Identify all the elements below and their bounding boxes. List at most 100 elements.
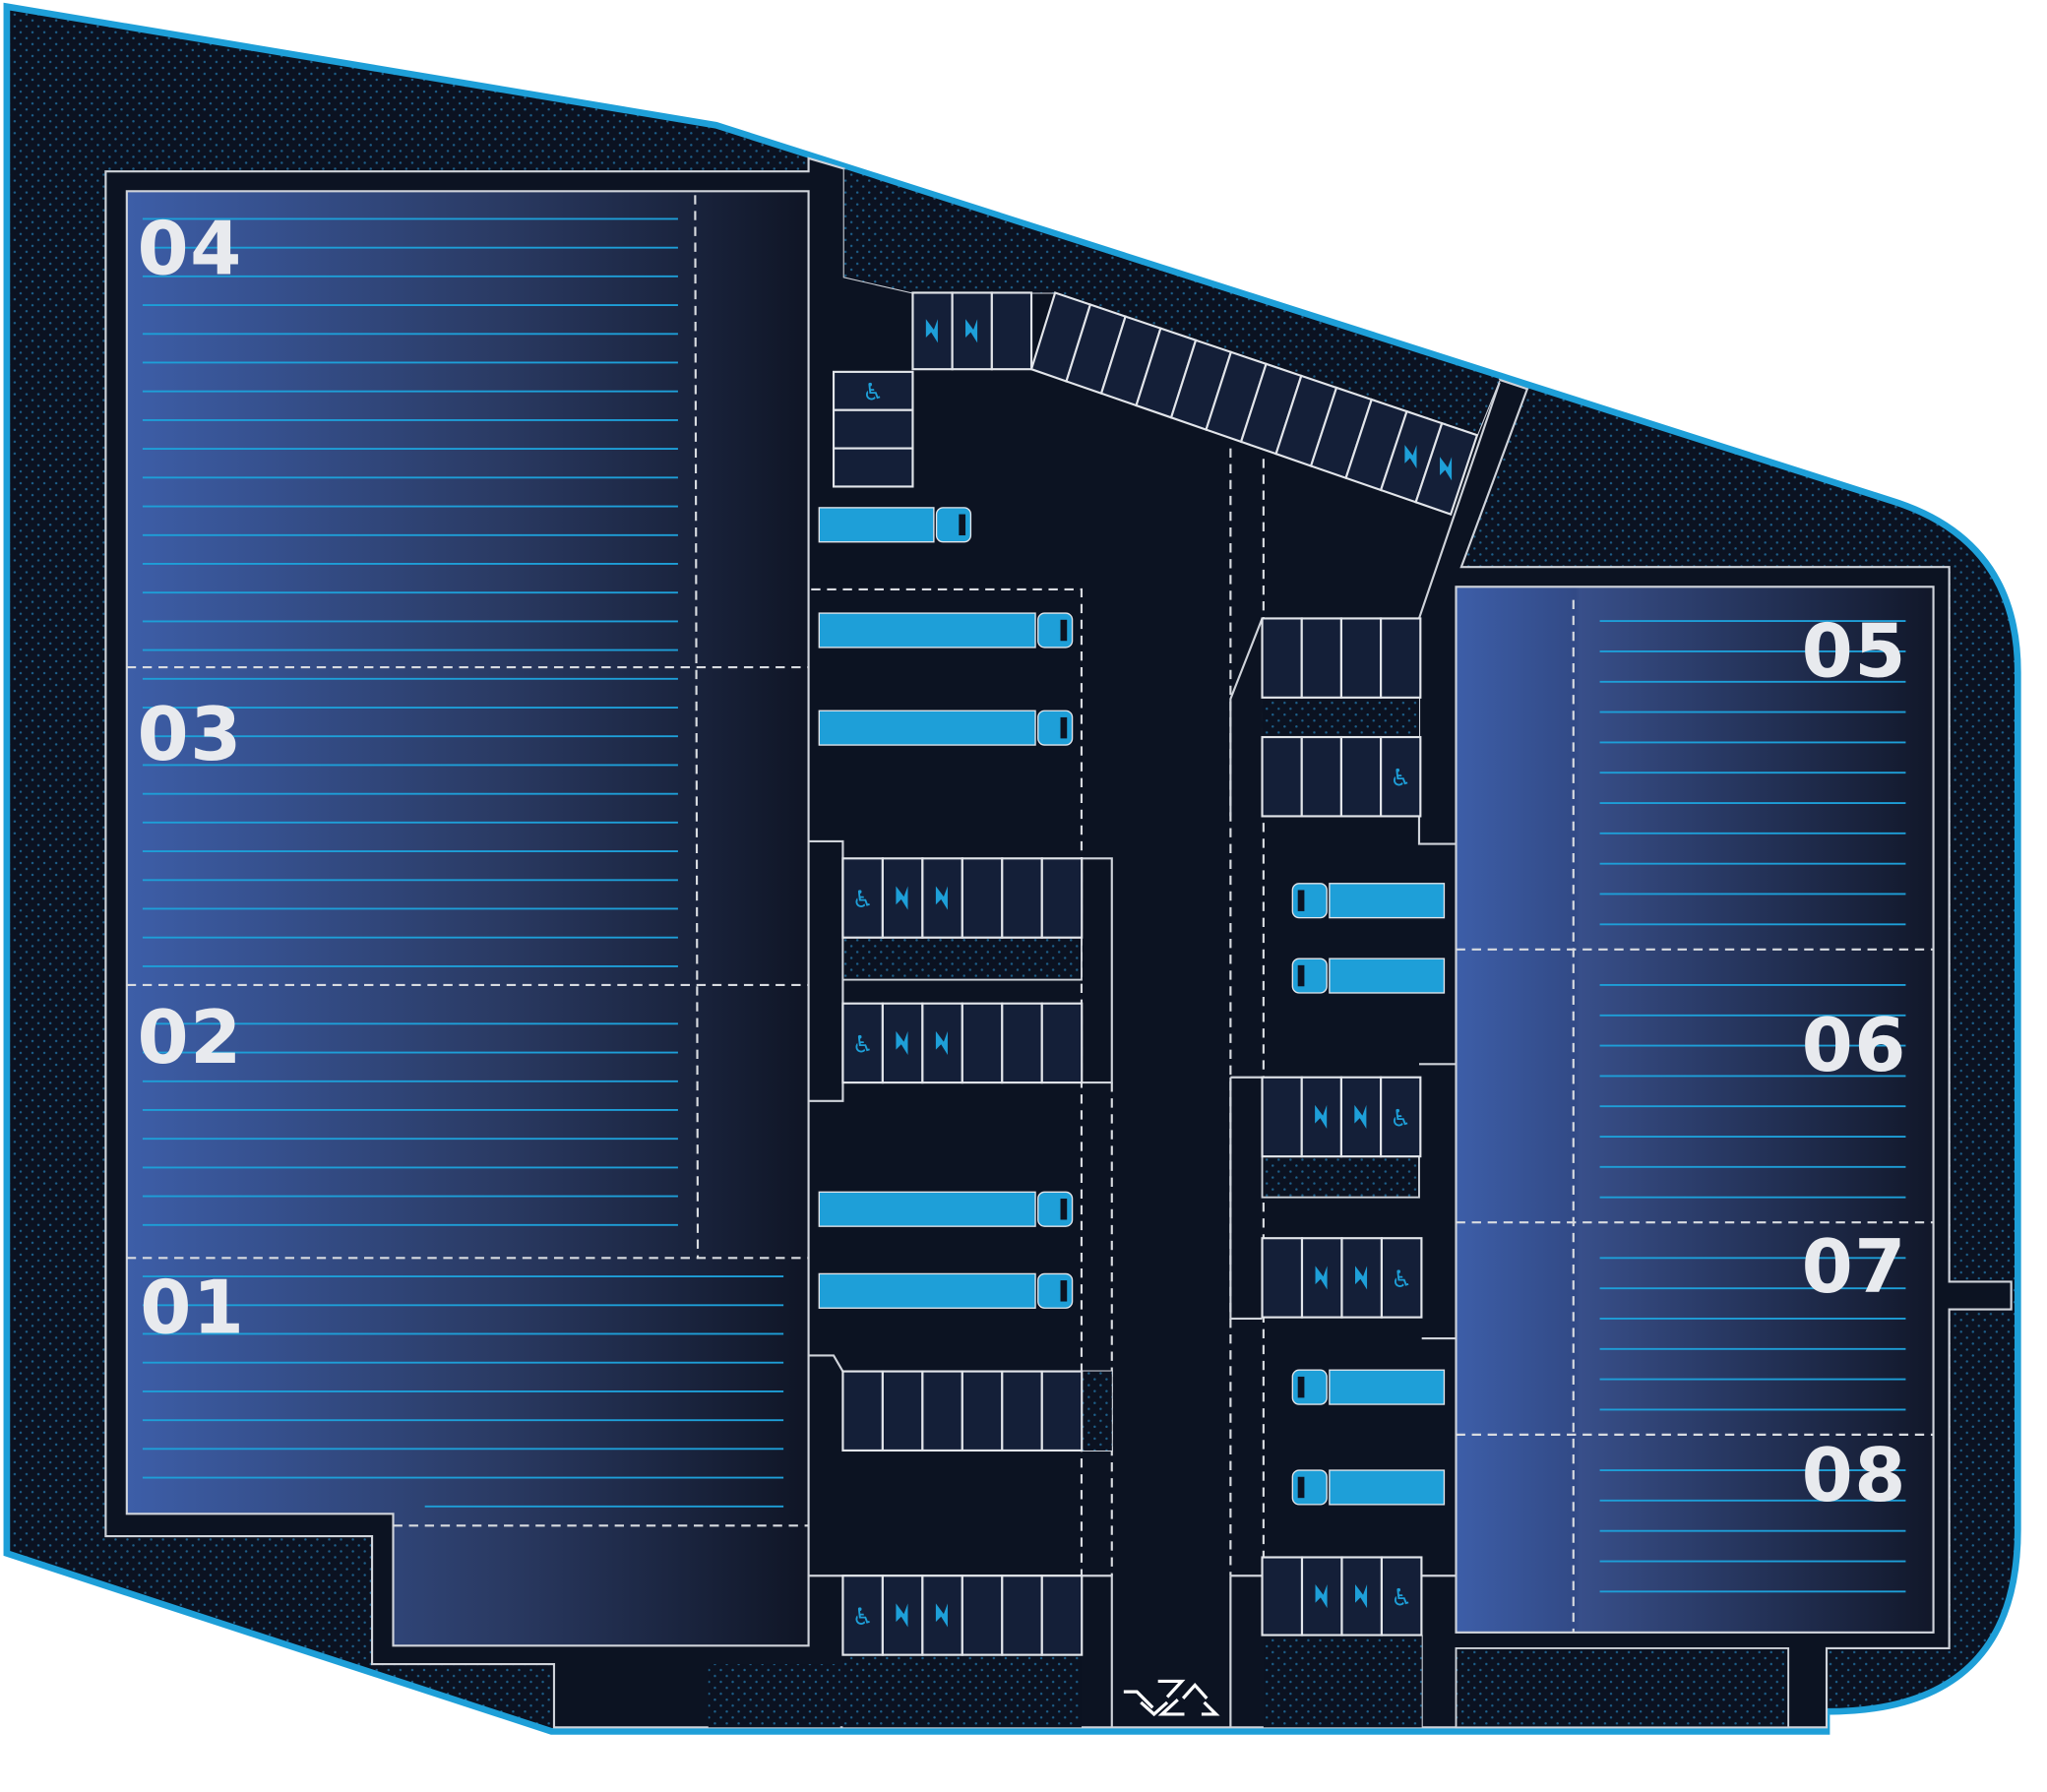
ev-charging-icon [896,886,908,910]
wheelchair-icon: ♿ [1391,1266,1412,1293]
wheelchair-icon: ♿ [852,1030,874,1058]
parking-stall[interactable] [1261,1556,1304,1637]
parking-stall[interactable] [1001,857,1043,939]
wheelchair-icon: ♿ [1391,1583,1412,1611]
stall-row-right-row-2: ♿ [1261,735,1422,818]
parking-stall[interactable] [961,1575,1004,1656]
parking-stall-accessible[interactable] [841,857,884,939]
trailer [818,612,1036,649]
ev-charging-icon [935,1030,948,1055]
parking-stall[interactable] [961,857,1004,939]
ev-charging-icon [1315,1583,1328,1609]
ev-charging-icon [935,886,948,910]
angled-parking-row [1029,291,1479,516]
stall-row-left-row-1: ♿ [841,857,1084,939]
loading-lines-left [142,217,784,1508]
truck-bay[interactable] [818,507,972,543]
parking-stall[interactable] [961,1002,1004,1084]
parking-stall[interactable] [1001,1002,1043,1084]
truck-cab-icon [1037,1191,1074,1227]
parking-stall[interactable] [1261,1076,1303,1158]
dotted-strip [843,168,1500,436]
truck-cab-icon [1291,883,1328,919]
parking-stall-accessible[interactable] [1380,1076,1422,1158]
loading-lines-right [1599,620,1906,1593]
windshield [1297,1476,1305,1499]
parking-stall-accessible[interactable] [841,1575,884,1656]
truck-bay[interactable] [1291,958,1446,994]
parking-stall[interactable] [841,1370,884,1452]
parking-stall[interactable] [832,447,914,488]
stall-row-left-stack: ♿ [832,370,914,488]
parking-stall[interactable] [1339,735,1383,818]
ev-charging-icon [896,1603,908,1628]
ev-charging-icon [1315,1104,1328,1130]
truck-bay[interactable] [818,612,1074,649]
truck-bay[interactable] [818,710,1074,746]
wheelchair-icon: ♿ [852,1603,874,1631]
truck-bay[interactable] [1291,1469,1446,1506]
zone-label-02[interactable]: 02 [138,994,243,1081]
parking-stall[interactable] [1339,617,1383,699]
parking-stall[interactable] [990,291,1033,371]
parking-stall-ev[interactable] [881,1002,924,1084]
trailer [818,1191,1036,1227]
windshield [1060,1199,1068,1220]
stall-row-left-row-2: ♿ [841,1002,1084,1084]
wheelchair-icon: ♿ [852,886,874,913]
parking-stall[interactable] [1040,1370,1084,1452]
truck-cab-icon [1037,710,1074,746]
ev-charging-icon [935,1603,948,1628]
parking-stall-accessible[interactable] [841,1002,884,1084]
parking-stall[interactable] [1040,1002,1084,1084]
ev-charging-icon [925,319,938,343]
parking-stall-accessible[interactable] [1380,735,1422,818]
parking-stall[interactable] [1001,1575,1043,1656]
lane-marking [811,587,1084,1576]
parking-stall[interactable] [1040,1575,1084,1656]
truck-cab-icon [1037,612,1074,649]
parking-stall[interactable] [1300,735,1343,818]
trailer [1329,958,1446,994]
truck-bay[interactable] [818,1272,1074,1309]
windshield [1060,619,1068,642]
parking-stall[interactable] [1261,617,1303,699]
parking-stall[interactable] [832,408,914,450]
zone-label-03[interactable]: 03 [138,691,243,777]
stall-row-right-row-3: ♿ [1261,1076,1422,1158]
zone-label-07[interactable]: 07 [1802,1223,1907,1310]
parking-stall[interactable] [881,1370,924,1452]
zone-label-04[interactable]: 04 [138,206,243,292]
zone-divider [694,195,700,1259]
trailer [818,710,1036,746]
parking-stall[interactable] [1040,857,1084,939]
wheelchair-icon: ♿ [1390,1104,1411,1132]
stall-row-left-row-4: ♿ [841,1575,1084,1656]
parking-stall[interactable] [1300,617,1343,699]
zone-label-05[interactable]: 05 [1802,607,1907,694]
parking-stall[interactable] [1261,735,1303,818]
parking-stall[interactable] [1380,617,1422,699]
windshield [1297,890,1305,911]
truck-bay[interactable] [1291,1369,1446,1405]
parking-stall[interactable] [1261,1237,1304,1319]
zone-label-01[interactable]: 01 [140,1265,245,1351]
truck-bay[interactable] [1291,883,1446,919]
windshield [959,514,966,536]
parking-stall[interactable] [1001,1370,1043,1452]
entrance-arrows-icon [1123,1679,1220,1717]
parking-stall[interactable] [921,1370,963,1452]
building-right [1455,586,1935,1634]
zone-label-08[interactable]: 08 [1802,1432,1907,1518]
zone-label-06[interactable]: 06 [1802,1002,1907,1088]
parking-stall-accessible[interactable] [1380,1556,1423,1637]
truck-bay[interactable] [818,1191,1074,1227]
parking-stall-accessible[interactable] [1380,1237,1423,1319]
parking-stall[interactable] [961,1370,1004,1452]
parking-stall-accessible[interactable] [832,370,914,411]
ev-charging-icon [965,319,978,343]
wheelchair-icon: ♿ [862,379,884,406]
ev-charging-icon [1440,457,1453,481]
truck-cab-icon [1291,1469,1328,1506]
stall-row-left-row-3 [841,1370,1084,1452]
